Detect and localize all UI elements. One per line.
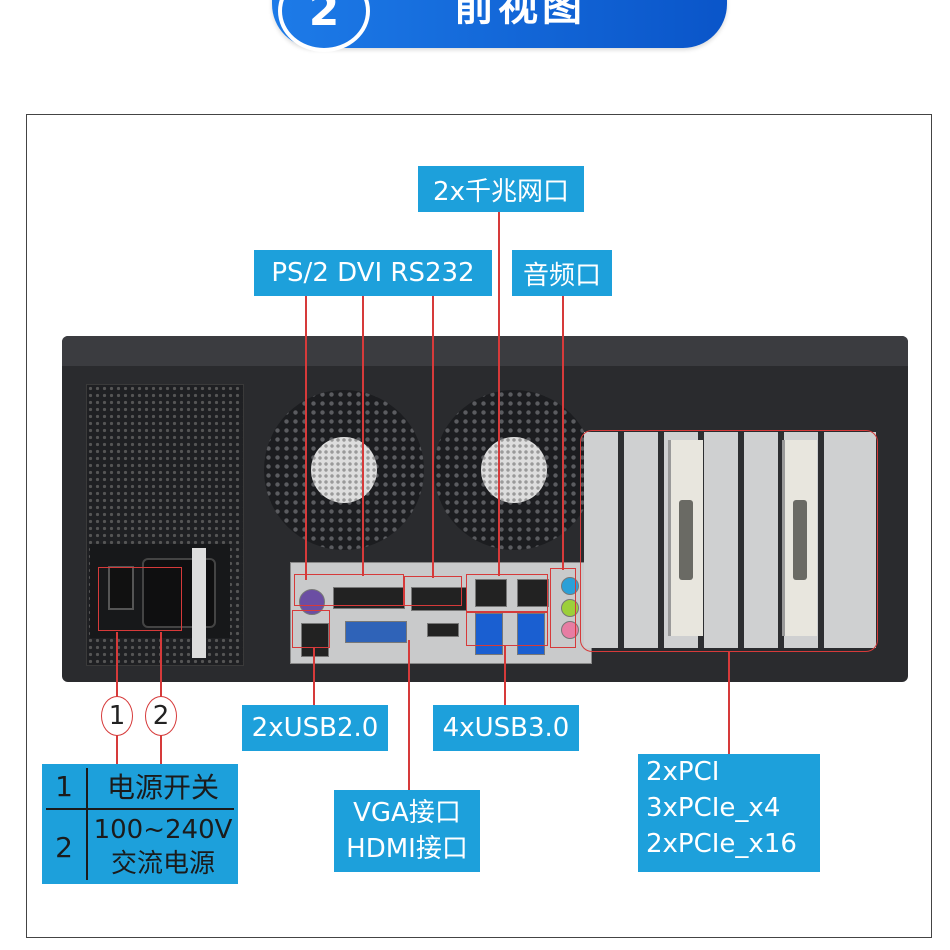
section-title: 前视图: [454, 0, 586, 30]
leader-line-rs232: [432, 296, 434, 578]
power-rating-sticker: [192, 548, 206, 658]
usb3-ports-a: [475, 613, 503, 655]
vga-port: [345, 621, 407, 643]
label-pci: 2xPCI: [646, 757, 720, 787]
fan-right: [481, 437, 547, 503]
label-audio: 音频口: [512, 250, 612, 296]
leader-line-ps2: [305, 296, 307, 580]
legend-row1-num: 1: [55, 769, 73, 803]
usb3-ports-b: [517, 613, 545, 655]
callout-box-slots: [580, 430, 878, 652]
usb2-ports: [301, 623, 329, 657]
legend-row1-text: 电源开关: [106, 771, 219, 804]
marker-2: 2: [145, 696, 177, 736]
label-pcie-x16: 2xPCIe_x16: [646, 829, 797, 859]
slot-divider: [618, 432, 624, 648]
slot-divider: [738, 432, 744, 648]
callout-box-lan: [466, 574, 548, 612]
callout-box-audio: [550, 568, 576, 648]
marker-1: 1: [101, 696, 133, 736]
fan-grill-right: [434, 390, 594, 550]
card-connector: [679, 500, 693, 580]
chassis-top-rail: [62, 336, 908, 366]
card-connector: [793, 500, 807, 580]
expansion-card: [782, 440, 817, 636]
fan-grill-left: [264, 390, 424, 550]
leader-line-audio: [562, 296, 564, 570]
rs232-port: [411, 587, 467, 611]
fan-left: [311, 437, 377, 503]
label-usb3: 4xUSB3.0: [433, 705, 579, 751]
leader-line-lan: [498, 212, 500, 576]
label-expansion-slots: 2xPCI 3xPCIe_x4 2xPCIe_x16: [638, 754, 820, 872]
leader-line-dvi: [362, 296, 364, 576]
slot-divider: [818, 432, 824, 648]
legend-row2-line2: 交流电源: [110, 849, 215, 879]
power-switch: [108, 566, 134, 610]
io-shield: [290, 562, 592, 664]
expansion-slot-area: [584, 432, 876, 648]
figure-frame: [26, 114, 932, 938]
legend-row2-num: 2: [55, 830, 73, 864]
leader-line-marker-1: [116, 632, 118, 698]
leader-line-legend-2: [160, 734, 162, 766]
leader-line-usb3: [504, 646, 506, 706]
callout-box-usb2: [292, 610, 330, 648]
slot-divider: [658, 432, 664, 648]
legend-row2-line1: 100~240V: [93, 815, 233, 845]
legend-table: 1 电源开关 2 100~240V 交流电源: [42, 764, 238, 884]
callout-box-power: [98, 567, 182, 631]
legend-divider-horizontal: [46, 808, 234, 810]
label-hdmi: HDMI接口: [346, 834, 468, 864]
audio-line-in: [561, 577, 579, 595]
label-ps2-dvi-rs232: PS/2 DVI RS232: [254, 250, 492, 296]
leader-line-slots: [728, 652, 730, 754]
lan-port-1: [475, 579, 507, 607]
legend-divider-vertical: [86, 768, 88, 880]
leader-line-legend-1: [116, 734, 118, 766]
slot-divider: [778, 432, 784, 648]
label-vga-hdmi: VGA接口 HDMI接口: [334, 790, 480, 872]
label-usb2: 2xUSB2.0: [242, 705, 388, 751]
lan-port-2: [517, 579, 549, 607]
label-pcie-x4: 3xPCIe_x4: [646, 793, 781, 823]
leader-line-vga-hdmi: [408, 640, 410, 792]
leader-line-usb2: [313, 648, 315, 706]
audio-mic: [561, 621, 579, 639]
label-vga: VGA接口: [353, 798, 461, 828]
hdmi-port: [427, 623, 459, 637]
expansion-card: [668, 440, 703, 636]
chassis-rear-photo: [62, 336, 908, 682]
leader-line-marker-2: [160, 632, 162, 698]
callout-box-usb3: [466, 612, 548, 646]
callout-box-rs232: [404, 576, 462, 606]
label-gigabit-lan: 2x千兆网口: [418, 166, 584, 212]
legend-row2-text: 100~240V 交流电源: [88, 810, 238, 884]
audio-line-out: [561, 599, 579, 617]
callout-box-ps2-dvi: [294, 574, 404, 606]
